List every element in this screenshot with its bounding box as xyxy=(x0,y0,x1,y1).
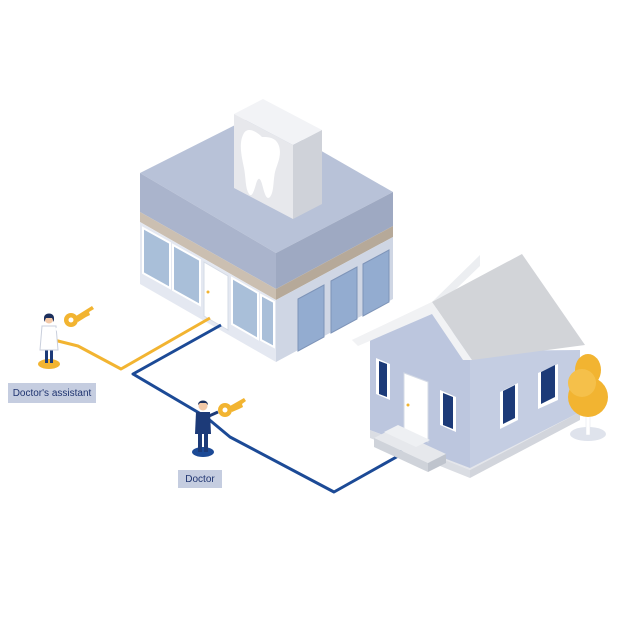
house-steps xyxy=(374,425,446,472)
house xyxy=(352,254,585,478)
clinic-door-handle xyxy=(206,290,210,294)
house-roof-edge xyxy=(352,302,472,360)
tooth-icon xyxy=(240,130,280,198)
assistant-path xyxy=(45,316,211,371)
clinic-roof-side xyxy=(276,192,393,289)
house-front-windows xyxy=(376,358,456,432)
clinic-door[interactable] xyxy=(203,261,229,331)
tree xyxy=(568,354,608,441)
clinic-front-windows xyxy=(142,226,275,349)
clinic-side-windows xyxy=(297,249,390,352)
doctor-figure xyxy=(192,398,246,457)
key-icon xyxy=(218,398,246,417)
clinic-band-side xyxy=(276,226,393,300)
clinic-building xyxy=(140,99,393,362)
doctors-assistant-label: Doctor's assistant xyxy=(8,383,96,403)
house-side-windows xyxy=(500,364,558,429)
key-icon xyxy=(64,306,94,327)
doctors-assistant-figure xyxy=(38,306,94,369)
doctor-label: Doctor xyxy=(178,470,222,488)
clinic-sign xyxy=(234,99,322,219)
house-roof-main xyxy=(432,254,585,360)
house-door-handle xyxy=(406,403,410,407)
clinic-band-front xyxy=(140,212,276,300)
clinic-roof-front xyxy=(140,173,276,289)
house-side-wall xyxy=(470,350,580,468)
house-door[interactable] xyxy=(403,372,429,443)
